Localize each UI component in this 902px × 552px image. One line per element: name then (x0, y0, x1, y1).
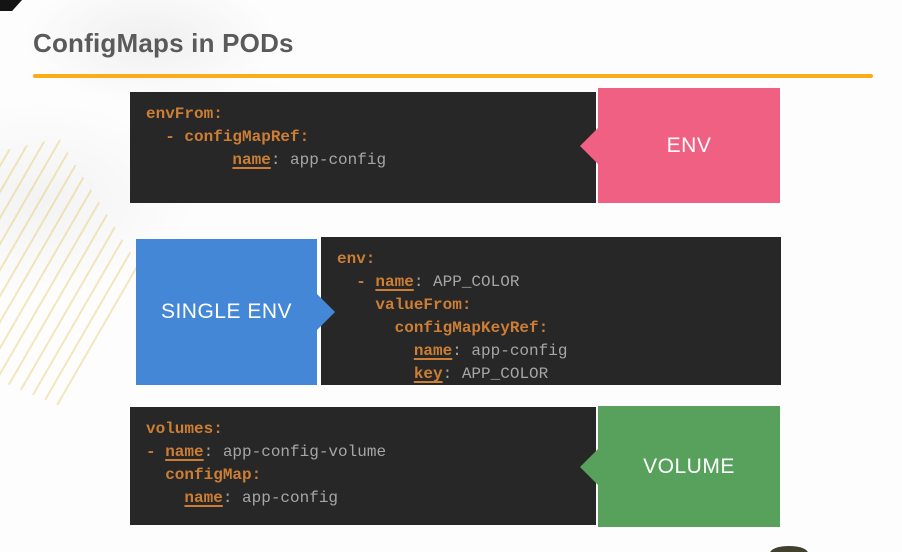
volume-label: VOLUME (643, 454, 735, 478)
volume-label-badge: VOLUME (580, 406, 780, 527)
code-token: : app-config (270, 151, 387, 169)
title-underline (33, 74, 873, 78)
code-token: env: (337, 250, 376, 268)
code-token (146, 151, 232, 169)
code-line: configMap: (146, 464, 596, 487)
code-token: name (232, 151, 271, 169)
code-line: envFrom: (146, 103, 596, 126)
callout-arrow-left-icon (580, 126, 599, 165)
code-line: - name: APP_COLOR (337, 271, 781, 294)
code-token: - (356, 273, 376, 291)
code-token (337, 273, 356, 291)
code-token: : app-config (222, 489, 339, 507)
code-token: - (146, 443, 166, 461)
code-token (337, 365, 414, 383)
callout-arrow-right-icon (316, 293, 335, 331)
code-line: env: (337, 248, 781, 271)
code-line: - configMapRef: (146, 126, 596, 149)
single-env-label-badge: SINGLE ENV (136, 239, 335, 385)
code-token: - configMapRef: (165, 128, 310, 146)
code-token (146, 466, 165, 484)
code-line: configMapKeyRef: (337, 317, 781, 340)
code-line: key: APP_COLOR (337, 363, 781, 386)
code-token: name (165, 443, 204, 461)
single-env-label: SINGLE ENV (160, 300, 293, 323)
code-line: - name: app-config-volume (146, 441, 596, 464)
code-token: volumes: (146, 420, 223, 438)
corner-wedge-decoration (0, 0, 22, 11)
code-line: name: app-config (337, 340, 781, 363)
code-token: name (413, 342, 453, 360)
page-title: ConfigMaps in PODs (33, 28, 294, 58)
code-token (146, 489, 184, 507)
env-label: ENV (666, 133, 712, 157)
code-token: configMap: (165, 466, 262, 484)
code-token (337, 342, 414, 360)
code-line: volumes: (146, 418, 596, 441)
code-token (337, 319, 395, 337)
code-token: name (184, 489, 223, 507)
code-token: : APP_COLOR (442, 365, 549, 383)
code-block-env-from: envFrom: - configMapRef: name: app-confi… (130, 92, 596, 203)
code-line: valueFrom: (337, 294, 781, 317)
code-token: envFrom: (146, 105, 223, 123)
code-token: valueFrom: (375, 296, 472, 314)
env-label-badge: ENV (580, 88, 780, 203)
code-token: key (413, 365, 443, 383)
code-token: configMapKeyRef: (394, 319, 549, 337)
code-token: : APP_COLOR (413, 273, 520, 291)
callout-arrow-left-icon (580, 447, 599, 486)
code-line: name: app-config (146, 149, 596, 172)
code-token: name (375, 273, 414, 291)
code-block-volume: volumes:- name: app-config-volume config… (130, 407, 596, 525)
code-token (146, 128, 165, 146)
partial-logo (770, 546, 808, 552)
code-line: name: app-config (146, 487, 596, 510)
code-token (337, 296, 375, 314)
code-token: : app-config (452, 342, 568, 360)
code-block-single-env: env: - name: APP_COLOR valueFrom: config… (321, 237, 781, 385)
code-token: : app-config-volume (203, 443, 387, 461)
